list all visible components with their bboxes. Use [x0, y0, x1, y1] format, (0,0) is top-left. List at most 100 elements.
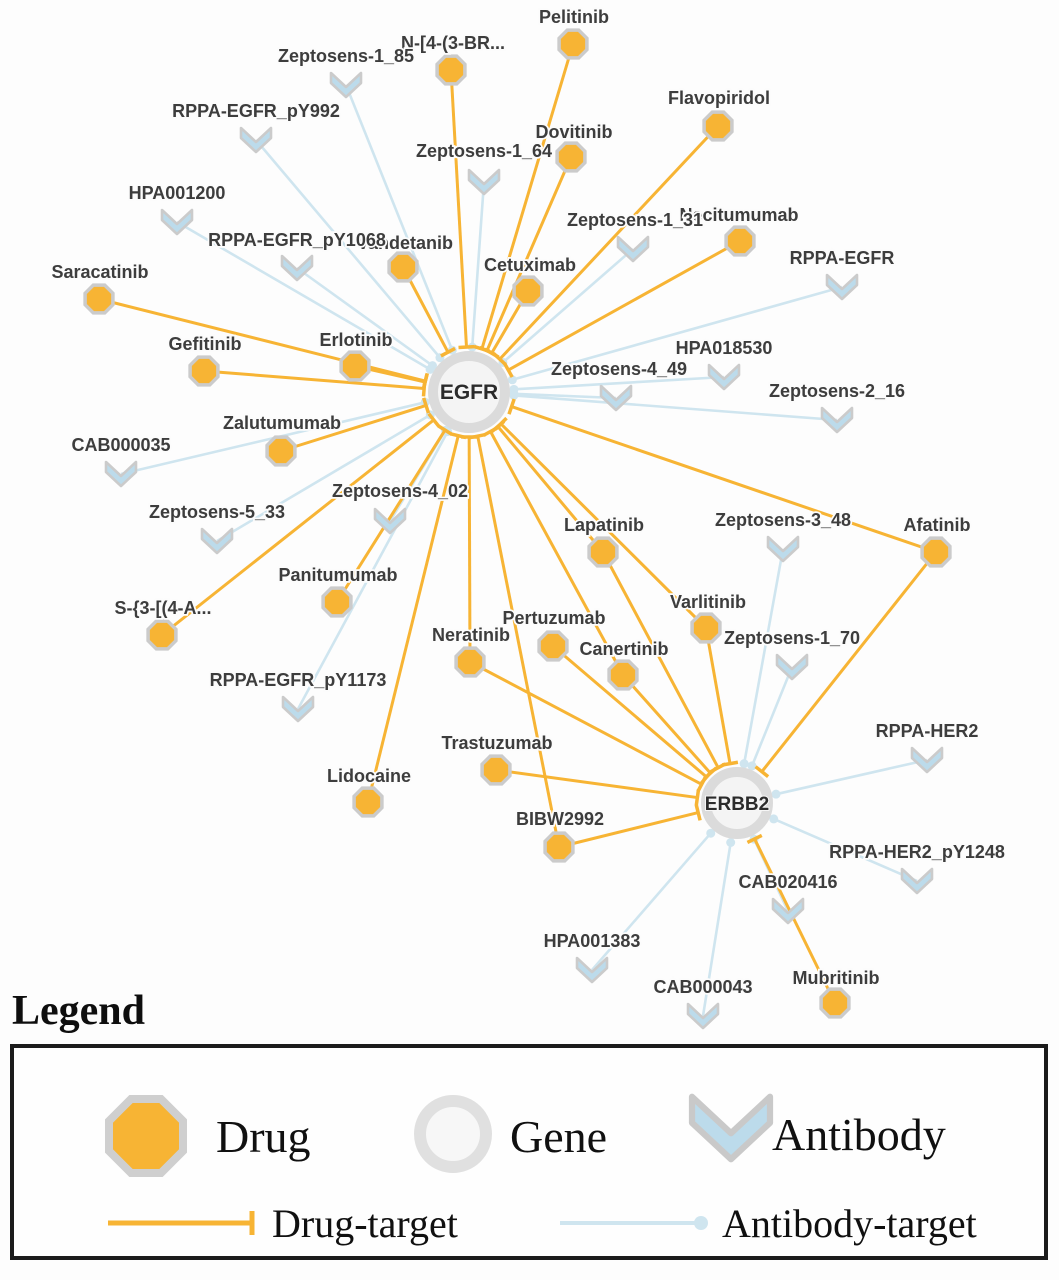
edge-drug-pertuzumab-erbb2	[552, 644, 708, 779]
drug-node-saracatinib	[83, 283, 115, 315]
node-label-mubritinib: Mubritinib	[793, 968, 880, 988]
edge-antibody-hpa001383-erbb2	[591, 832, 712, 971]
edge-antibody-zeptosens-1-70-erbb2	[750, 666, 794, 767]
node-label-trastuzumab: Trastuzumab	[441, 733, 552, 753]
edge-dot-cab000043	[726, 837, 736, 847]
node-label-n-4-3-br: N-[4-(3-BR...	[401, 33, 505, 53]
node-label-zeptosens-1-64: Zeptosens-1_64	[416, 141, 552, 161]
edge-drug-lapatinib-erbb2	[601, 551, 720, 769]
edge-dot-hpa001383	[706, 828, 716, 838]
legend-antibody-chevron-icon	[688, 1093, 774, 1163]
node-label-canertinib: Canertinib	[579, 639, 668, 659]
antibody-edges-layer	[120, 84, 928, 1017]
legend-gene-circle-icon	[414, 1095, 492, 1173]
antibody-node-zeptosens-1-31	[616, 235, 650, 263]
edge-drug-afatinib-erbb2	[760, 551, 938, 773]
edge-drug-mubritinib-erbb2	[753, 838, 837, 1004]
drug-node-varlitinib	[690, 612, 722, 644]
edge-dot-rppa-her2	[771, 789, 781, 799]
antibody-node-rppa-her2-py1248	[900, 867, 934, 895]
edge-drug-canertinib-erbb2	[621, 674, 712, 775]
node-label-vandetanib: Vandetanib	[357, 233, 453, 253]
node-label-pertuzumab: Pertuzumab	[502, 608, 605, 628]
edge-antibody-rppa-her2-py1248-erbb2	[773, 817, 918, 883]
antibody-node-zeptosens-4-02	[373, 507, 407, 535]
edge-tee-zalutumumab	[421, 397, 431, 414]
edge-antibody-rppa-egfr-egfr	[511, 285, 843, 382]
legend-drug-label: Drug	[216, 1111, 311, 1162]
edge-drug-necitumumab-egfr	[507, 239, 741, 372]
node-label-dovitinib: Dovitinib	[536, 122, 613, 142]
labels-layer: EGFRERBB2PelitinibN-[4-(3-BR...Flavopiri…	[50, 5, 1007, 999]
edge-antibody-zeptosens-1-64-egfr	[470, 181, 486, 348]
edge-dot-rppa-egfr	[507, 375, 517, 385]
node-label-necitumumab: Necitumumab	[679, 205, 798, 225]
edge-dot-zeptosens-2-16	[509, 390, 519, 400]
edge-dot-rppa-egfr-py1068	[427, 361, 437, 371]
edge-drug-neratinib-erbb2	[469, 660, 703, 786]
drug-node-panitumumab	[321, 586, 353, 618]
edge-drug-bibw2992-erbb2	[558, 811, 699, 849]
edge-antibody-zeptosens-5-33-egfr	[216, 413, 431, 543]
node-label-cab020416: CAB020416	[738, 872, 837, 892]
antibody-node-rppa-egfr-py1173	[281, 695, 315, 723]
drug-node-lapatinib	[587, 536, 619, 568]
edge-drug-lidocaine-egfr	[366, 435, 460, 803]
drug-edges-layer	[98, 43, 938, 1004]
node-label-varlitinib: Varlitinib	[670, 592, 746, 612]
edge-tee-cetuximab	[483, 347, 500, 359]
edge-drug-neratinib-egfr	[467, 436, 472, 663]
drug-node-erlotinib	[339, 350, 371, 382]
node-label-cab000043: CAB000043	[653, 977, 752, 997]
edge-antibody-hpa001200-egfr	[176, 220, 431, 371]
node-label-hpa018530: HPA018530	[676, 338, 773, 358]
node-label-afatinib: Afatinib	[904, 515, 971, 535]
edge-antibody-hpa018530-egfr	[513, 375, 725, 391]
antibody-node-rppa-her2	[910, 746, 944, 774]
legend-drug-octagon-icon	[105, 1095, 187, 1177]
drug-node-vandetanib	[387, 251, 419, 283]
nodes-layer	[83, 28, 952, 1030]
edge-tee-afatinib	[507, 398, 516, 415]
antibody-node-hpa001200	[160, 208, 194, 236]
edge-drug-varlitinib-egfr	[499, 422, 708, 630]
antibody-node-zeptosens-1-70	[775, 653, 809, 681]
legend-gene-label: Gene	[510, 1111, 607, 1162]
antibody-node-cab020416	[771, 897, 805, 925]
gene-node-erbb2	[701, 767, 773, 839]
edge-tee-lidocaine	[450, 432, 467, 440]
drug-node-canertinib	[607, 659, 639, 691]
gene-label-erbb2: ERBB2	[705, 794, 769, 815]
edge-tee-necitumumab	[502, 362, 514, 378]
node-label-rppa-egfr-py1173: RPPA-EGFR_pY1173	[210, 670, 387, 690]
edge-tee-trastuzumab	[694, 789, 701, 806]
gene-node-egfr	[428, 351, 510, 433]
edge-tee-canertinib	[703, 766, 718, 780]
edge-antibody-zeptosens-2-16-egfr	[513, 394, 838, 422]
edge-drug-bibw2992-egfr	[476, 435, 561, 848]
node-label-zeptosens-1-31: Zeptosens-1_31	[567, 210, 703, 230]
node-label-neratinib: Neratinib	[432, 625, 510, 645]
edge-drug-flavopiridol-egfr	[498, 124, 720, 361]
antibody-node-zeptosens-3-48	[766, 535, 800, 563]
edge-tee-varlitinib	[721, 760, 739, 767]
edge-drug-saracatinib-egfr	[98, 297, 426, 383]
edge-dot-rppa-her2-py1248	[769, 814, 779, 824]
edge-drug-canertinib-egfr	[489, 430, 625, 676]
edge-tee-s-3-4-a	[427, 412, 441, 428]
node-label-gefitinib: Gefitinib	[169, 334, 242, 354]
edge-tee-neratinib	[696, 776, 707, 793]
node-label-flavopiridol: Flavopiridol	[668, 88, 770, 108]
edge-tee-vandetanib	[440, 346, 456, 358]
node-label-lapatinib: Lapatinib	[564, 515, 644, 535]
drug-node-flavopiridol	[702, 110, 734, 142]
edge-tee-mubritinib	[746, 833, 763, 845]
edge-tee-canertinib	[482, 426, 499, 437]
edge-antibody-cab000043-erbb2	[701, 842, 732, 1017]
drug-node-trastuzumab	[480, 754, 512, 786]
legend: Legend Drug Gene Antibody Drug-target An…	[10, 988, 1048, 1260]
edge-drug-s-3-4-a-egfr	[161, 418, 435, 637]
edge-antibody-zeptosens-3-48-erbb2	[742, 548, 785, 764]
node-label-rppa-her2: RPPA-HER2	[876, 721, 979, 741]
drug-node-cetuximab	[512, 275, 544, 307]
